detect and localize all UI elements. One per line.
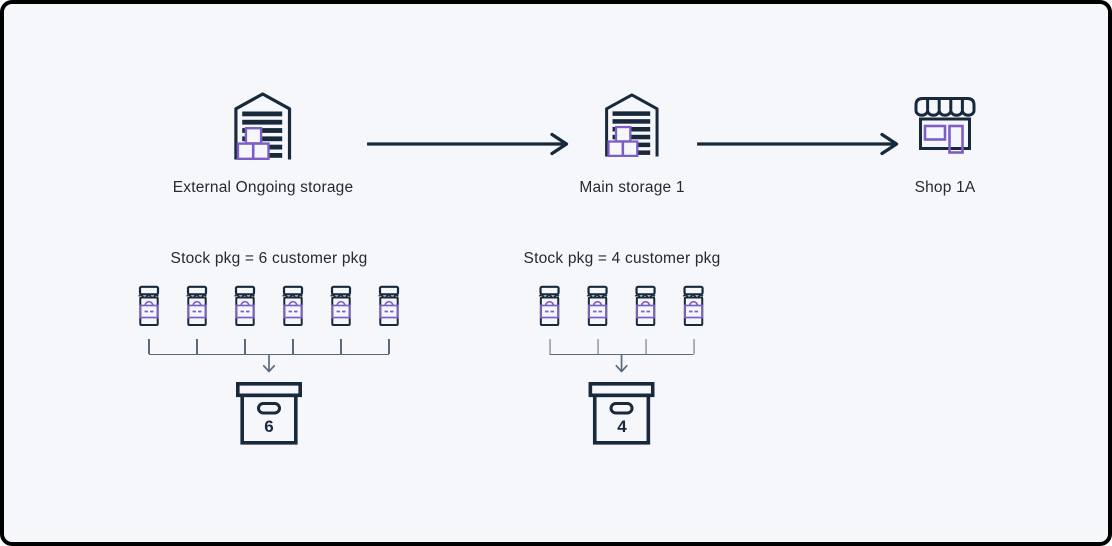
- stock-box: 6: [235, 381, 303, 445]
- bracket-tick: [549, 339, 551, 354]
- stock-box: 4: [588, 381, 656, 445]
- group-title: Stock pkg = 6 customer pkg: [170, 250, 368, 267]
- bracket: [549, 339, 695, 355]
- jar-row: [537, 285, 707, 327]
- jar-icon: [186, 285, 208, 326]
- jar-icon: [330, 285, 352, 326]
- icon-slot: [914, 92, 976, 160]
- flow-node-main-storage: Main storage 1: [579, 92, 684, 197]
- down-arrow-icon: [615, 353, 629, 372]
- node-label: Shop 1A: [914, 179, 976, 196]
- icon-slot: [234, 92, 292, 160]
- warehouse-icon: [605, 93, 659, 157]
- down-arrow-icon: [262, 353, 276, 372]
- bracket-tick: [645, 339, 647, 354]
- bracket-tick: [244, 339, 246, 354]
- bracket: [148, 339, 390, 355]
- jar-icon: [539, 285, 561, 326]
- bracket-tick: [292, 339, 294, 354]
- jar-icon: [587, 285, 609, 326]
- jar-icon: [378, 285, 400, 326]
- jar-row: [136, 285, 402, 327]
- box-count: 6: [264, 416, 274, 436]
- storage-box-icon: [588, 381, 656, 445]
- pkg-group-2: Stock pkg = 4 customer pkg: [524, 249, 721, 445]
- jar-icon: [138, 285, 160, 326]
- flow-node-external-storage: External Ongoing storage: [173, 92, 354, 197]
- storage-box-icon: [235, 381, 303, 445]
- bracket-tick: [340, 339, 342, 354]
- shop-icon: [914, 97, 976, 154]
- bracket-tick: [597, 339, 599, 354]
- jar-icon: [234, 285, 256, 326]
- pkg-group-1: Stock pkg = 6 customer pkg: [136, 249, 402, 445]
- flow-node-shop: Shop 1A: [914, 92, 976, 197]
- flow-arrow-icon: [697, 132, 899, 156]
- bracket-tick: [693, 339, 695, 354]
- diagram-canvas: External Ongoing storage: [4, 4, 1108, 542]
- warehouse-icon: [234, 92, 292, 160]
- bracket-tick: [388, 339, 390, 354]
- node-label: Main storage 1: [579, 179, 685, 196]
- jar-icon: [282, 285, 304, 326]
- icon-slot: [605, 92, 660, 160]
- jar-icon: [635, 285, 657, 326]
- node-label: External Ongoing storage: [172, 179, 354, 196]
- box-count: 4: [617, 416, 627, 436]
- bracket-tick: [148, 339, 150, 354]
- jar-icon: [683, 285, 705, 326]
- group-title: Stock pkg = 4 customer pkg: [523, 250, 721, 267]
- bracket-tick: [196, 339, 198, 354]
- flow-arrow-icon: [367, 132, 569, 156]
